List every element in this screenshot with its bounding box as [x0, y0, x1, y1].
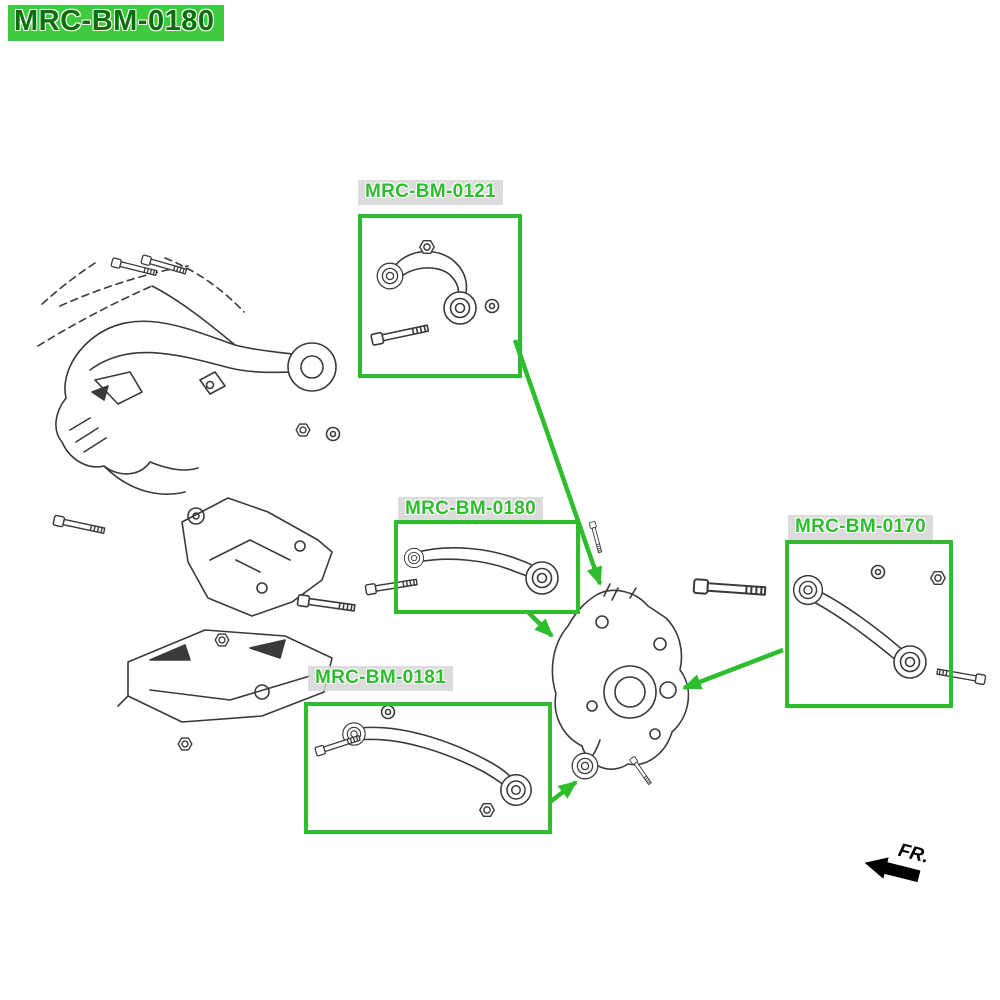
nut-art: [177, 737, 193, 751]
washer-art: [325, 426, 341, 442]
callout-box-0170: [785, 540, 953, 708]
bolt-art: [296, 593, 357, 615]
bracket-art: [52, 497, 357, 647]
callout-label-0121: MRC-BM-0121: [358, 180, 504, 205]
page-title: MRC-BM-0180: [8, 5, 225, 41]
lateral-arm-art: [364, 520, 604, 596]
fr-marker-label: FR.: [896, 840, 931, 868]
upper-arm-art: [370, 239, 500, 347]
skid-plate-art: [117, 629, 333, 751]
knuckle-art: [551, 583, 690, 786]
subframe-art: [55, 254, 341, 495]
callout-box-0181: [304, 702, 552, 834]
nut-art: [295, 423, 311, 437]
trailing-arm-art: [314, 704, 532, 818]
callout-arrow-0181: [548, 780, 578, 804]
callout-arrow-0121: [512, 339, 603, 586]
callout-label-0170: MRC-BM-0170: [788, 515, 934, 540]
callout-box-0121: [358, 214, 522, 378]
callout-label-0180: MRC-BM-0180: [398, 497, 544, 522]
callout-arrow-0180: [526, 610, 554, 638]
toe-arm-art: [692, 564, 987, 686]
nut-art: [214, 633, 230, 647]
callout-arrow-0170: [682, 647, 784, 691]
bolt-art: [52, 514, 106, 537]
fr-direction-arrow: FR.: [864, 840, 931, 883]
callout-label-0181: MRC-BM-0181: [308, 666, 454, 691]
callout-box-0180: [394, 520, 580, 614]
callout-arrows: [512, 339, 784, 804]
